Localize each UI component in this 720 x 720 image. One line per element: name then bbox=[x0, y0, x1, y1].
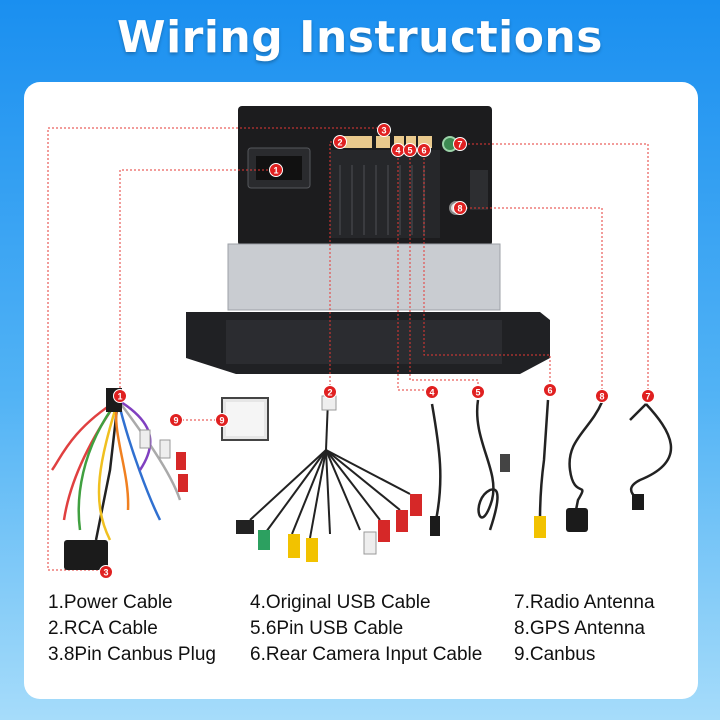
side-bracket bbox=[470, 170, 488, 210]
badge-1-circle bbox=[269, 163, 283, 177]
badge-9-circle bbox=[169, 413, 183, 427]
badge-5-cable-circle bbox=[471, 385, 485, 399]
badge-7-cable-circle bbox=[641, 389, 655, 403]
badge-4-label: 4 bbox=[395, 145, 400, 155]
legend-column-3: 7.Radio Antenna 8.GPS Antenna 9.Canbus bbox=[514, 590, 655, 668]
badge-1-label: 1 bbox=[273, 165, 278, 175]
usb-plug-5 bbox=[500, 454, 510, 472]
badge-5-cable: 5 bbox=[471, 385, 485, 399]
leader-line-1 bbox=[119, 169, 268, 392]
badge-8: 8 bbox=[453, 201, 467, 215]
gps-cable bbox=[568, 401, 604, 511]
badge-5-cable-label: 5 bbox=[475, 387, 480, 397]
badge-4-cable: 4 bbox=[425, 385, 439, 399]
legend: 1.Power Cable 2.RCA Cable 3.8Pin Canbus … bbox=[0, 590, 720, 680]
badge-8-cable-circle bbox=[595, 389, 609, 403]
legend-item-gps-antenna: 8.GPS Antenna bbox=[514, 618, 645, 639]
page-title: Wiring Instructions bbox=[117, 12, 603, 63]
power-plug-main bbox=[64, 540, 108, 570]
badge-9: 9 bbox=[169, 413, 183, 427]
head-unit bbox=[238, 106, 492, 246]
badge-2-cable-label: 2 bbox=[327, 387, 332, 397]
badge-3-cable-label: 3 bbox=[103, 567, 108, 577]
badge-2-label: 2 bbox=[337, 137, 342, 147]
radio-cable bbox=[629, 403, 673, 502]
badge-6-cable-label: 6 bbox=[547, 385, 552, 395]
chassis-silver bbox=[227, 243, 501, 311]
legend-item-rear-camera: 6.Rear Camera Input Cable bbox=[250, 644, 483, 665]
usb-cable-5 bbox=[475, 399, 499, 531]
badge-9-box: 9 bbox=[215, 413, 229, 427]
leader-line-5 bbox=[409, 150, 479, 390]
badge-4-cable-circle bbox=[425, 385, 439, 399]
badge-3-cable-circle bbox=[99, 565, 113, 579]
legend-item-power-cable: 1.Power Cable bbox=[48, 592, 173, 613]
canbus-box-label bbox=[226, 402, 264, 436]
badge-1-cable-circle bbox=[113, 389, 127, 403]
leader-line-7 bbox=[460, 143, 649, 394]
legend-item-original-usb: 4.Original USB Cable bbox=[250, 592, 431, 613]
badge-4: 4 bbox=[391, 143, 405, 157]
badge-2-cable: 2 bbox=[323, 385, 337, 399]
leader-line-8 bbox=[462, 207, 603, 394]
badge-4-cable-label: 4 bbox=[429, 387, 434, 397]
badge-8-cable-label: 8 bbox=[599, 391, 604, 401]
badge-2: 2 bbox=[333, 135, 347, 149]
camera-cable bbox=[538, 399, 550, 521]
rca-cable-plugs bbox=[236, 395, 422, 562]
badge-7-circle bbox=[453, 137, 467, 151]
rca-plugs-harness bbox=[139, 429, 188, 492]
badge-8-circle bbox=[453, 201, 467, 215]
badge-6: 6 bbox=[417, 143, 431, 157]
badge-5: 5 bbox=[403, 143, 417, 157]
badge-7: 7 bbox=[453, 137, 467, 151]
badge-6-label: 6 bbox=[421, 145, 426, 155]
badge-1: 1 bbox=[269, 163, 283, 177]
badge-7-cable-label: 7 bbox=[645, 391, 650, 401]
legend-column-1: 1.Power Cable 2.RCA Cable 3.8Pin Canbus … bbox=[48, 590, 216, 668]
badge-6-circle bbox=[417, 143, 431, 157]
usb-plug-4 bbox=[430, 516, 440, 536]
usb-socket-b bbox=[406, 136, 416, 148]
badge-1-cable: 1 bbox=[113, 389, 127, 403]
badge-3-cable: 3 bbox=[99, 565, 113, 579]
gps-puck bbox=[566, 508, 588, 532]
badge-3: 3 bbox=[377, 123, 391, 137]
unit-vent-grille bbox=[330, 150, 440, 238]
legend-item-radio-antenna: 7.Radio Antenna bbox=[514, 592, 655, 613]
camera-plug bbox=[534, 516, 546, 538]
legend-item-canbus-plug: 3.8Pin Canbus Plug bbox=[48, 644, 216, 665]
badge-8-cable: 8 bbox=[595, 389, 609, 403]
badge-9-box-label: 9 bbox=[219, 415, 224, 425]
badge-8-label: 8 bbox=[457, 203, 462, 213]
leader-line-6 bbox=[423, 150, 551, 388]
badge-7-label: 7 bbox=[457, 139, 462, 149]
badge-2-cable-circle bbox=[323, 385, 337, 399]
badge-1-cable-label: 1 bbox=[117, 391, 122, 401]
legend-item-6pin-usb: 5.6Pin USB Cable bbox=[250, 618, 404, 639]
badge-5-circle bbox=[403, 143, 417, 157]
rca-socket bbox=[338, 136, 372, 148]
badge-6-cable-circle bbox=[543, 383, 557, 397]
power-cable-harness bbox=[51, 398, 182, 541]
badge-3-label: 3 bbox=[381, 125, 386, 135]
badge-5-label: 5 bbox=[407, 145, 412, 155]
frame-recess bbox=[226, 320, 502, 364]
rca-cable-fan bbox=[249, 399, 411, 539]
badge-9-box-circle bbox=[215, 413, 229, 427]
badge-9-label: 9 bbox=[173, 415, 178, 425]
canbus-socket bbox=[376, 136, 390, 148]
radio-plug bbox=[632, 494, 644, 510]
badge-7-cable: 7 bbox=[641, 389, 655, 403]
badge-3-circle bbox=[377, 123, 391, 137]
badge-6-cable: 6 bbox=[543, 383, 557, 397]
usb-socket-a bbox=[394, 136, 404, 148]
leader-line-4 bbox=[397, 150, 430, 391]
legend-column-2: 4.Original USB Cable 5.6Pin USB Cable 6.… bbox=[250, 590, 482, 668]
legend-item-canbus: 9.Canbus bbox=[514, 644, 596, 665]
badge-2-circle bbox=[333, 135, 347, 149]
usb-cable-4 bbox=[430, 403, 442, 521]
legend-item-rca-cable: 2.RCA Cable bbox=[48, 618, 158, 639]
